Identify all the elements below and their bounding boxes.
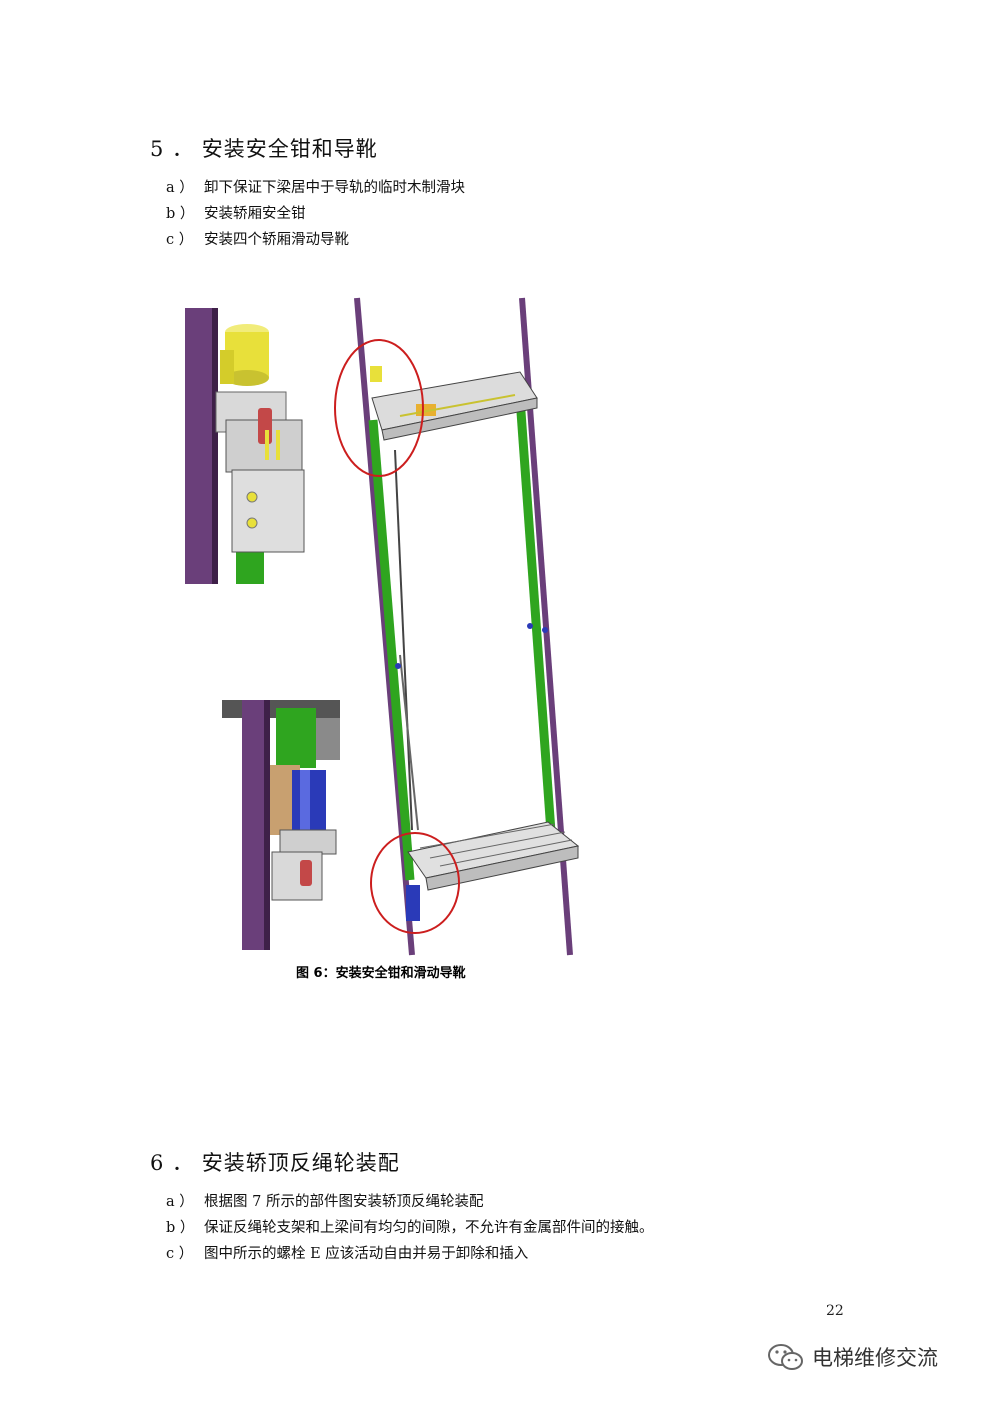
wechat-icon bbox=[768, 1344, 803, 1370]
item-marker: a ） bbox=[166, 1194, 194, 1210]
item-text: 保证反绳轮支架和上梁间有均匀的间隙，不允许有金属部件间的接触。 bbox=[204, 1220, 654, 1236]
section-6-item-a: a ） 根据图 7 所示的部件图安装轿顶反绳轮装配 bbox=[166, 1190, 483, 1211]
page-number: 22 bbox=[826, 1303, 844, 1319]
main-car-frame-drawing bbox=[334, 297, 580, 956]
section-6-item-c: c ） 图中所示的螺栓 E 应该活动自由并易于卸除和插入 bbox=[166, 1242, 528, 1263]
watermark-text: 电梯维修交流 bbox=[812, 1346, 938, 1370]
section-5-title: 5 ． 安装安全钳和导靴 bbox=[150, 137, 378, 161]
item-text: 根据图 7 所示的部件图安装轿顶反绳轮装配 bbox=[204, 1194, 484, 1210]
highlight-circle-top bbox=[334, 339, 424, 477]
inset-guide-shoe-detail bbox=[222, 700, 342, 950]
item-text: 安装四个轿厢滑动导靴 bbox=[204, 232, 349, 248]
item-marker: c ） bbox=[166, 1246, 194, 1262]
item-text: 卸下保证下梁居中于导轨的临时木制滑块 bbox=[204, 180, 465, 196]
section-6-item-b: b ） 保证反绳轮支架和上梁间有均匀的间隙，不允许有金属部件间的接触。 bbox=[166, 1216, 654, 1237]
section-5-item-a: a ） 卸下保证下梁居中于导轨的临时木制滑块 bbox=[166, 176, 465, 197]
highlight-circle-bottom bbox=[370, 832, 460, 934]
item-text: 安装轿厢安全钳 bbox=[204, 206, 306, 222]
section-6-title: 6 ． 安装轿顶反绳轮装配 bbox=[150, 1151, 400, 1175]
section-5-item-b: b ） 安装轿厢安全钳 bbox=[166, 202, 306, 223]
section-5-item-c: c ） 安装四个轿厢滑动导靴 bbox=[166, 228, 349, 249]
watermark: 电梯维修交流 bbox=[766, 1342, 938, 1372]
item-marker: a ） bbox=[166, 180, 194, 196]
item-text: 图中所示的螺栓 E 应该活动自由并易于卸除和插入 bbox=[204, 1246, 529, 1262]
item-marker: b ） bbox=[166, 1220, 195, 1236]
figure-caption: 图 6：安装安全钳和滑动导靴 bbox=[296, 966, 466, 981]
item-marker: c ） bbox=[166, 232, 194, 248]
figure-6-illustration bbox=[185, 297, 580, 956]
inset-safety-gear-detail bbox=[185, 308, 305, 584]
item-marker: b ） bbox=[166, 206, 195, 222]
